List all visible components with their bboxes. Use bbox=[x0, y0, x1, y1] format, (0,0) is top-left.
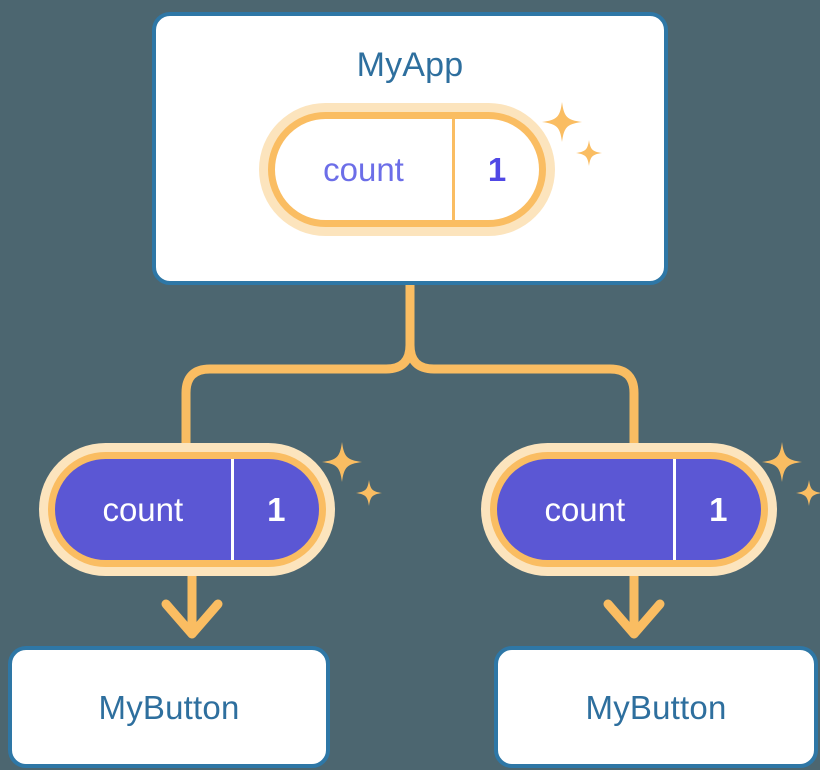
connector-branch-left bbox=[181, 280, 415, 457]
connector-branch-right bbox=[405, 280, 639, 457]
state-name-label: count bbox=[497, 459, 676, 560]
state-value-label: 1 bbox=[709, 491, 728, 528]
state-pill-myapp[interactable]: count 1 bbox=[268, 112, 546, 227]
sparkles-icon bbox=[760, 440, 820, 510]
component-title-myapp: MyApp bbox=[356, 46, 464, 84]
state-name-label: count bbox=[55, 459, 234, 560]
component-card-mybutton-right[interactable]: MyButton bbox=[494, 646, 818, 768]
arrow-head-right bbox=[603, 599, 665, 639]
state-pill-mybutton-left[interactable]: count 1 bbox=[48, 452, 326, 567]
state-name-label: count bbox=[275, 119, 455, 220]
state-value-label: 1 bbox=[487, 151, 507, 188]
component-card-mybutton-left[interactable]: MyButton bbox=[8, 646, 330, 768]
state-pill-body: count 1 bbox=[268, 112, 546, 227]
state-pill-body: count 1 bbox=[48, 452, 326, 567]
state-pill-mybutton-right[interactable]: count 1 bbox=[490, 452, 768, 567]
arrow-head-left bbox=[161, 599, 223, 639]
component-title-mybutton-left: MyButton bbox=[98, 688, 240, 726]
state-pill-body: count 1 bbox=[490, 452, 768, 567]
sparkles-icon bbox=[320, 440, 386, 510]
component-title-mybutton-right: MyButton bbox=[585, 688, 727, 726]
state-value-label: 1 bbox=[267, 491, 286, 528]
